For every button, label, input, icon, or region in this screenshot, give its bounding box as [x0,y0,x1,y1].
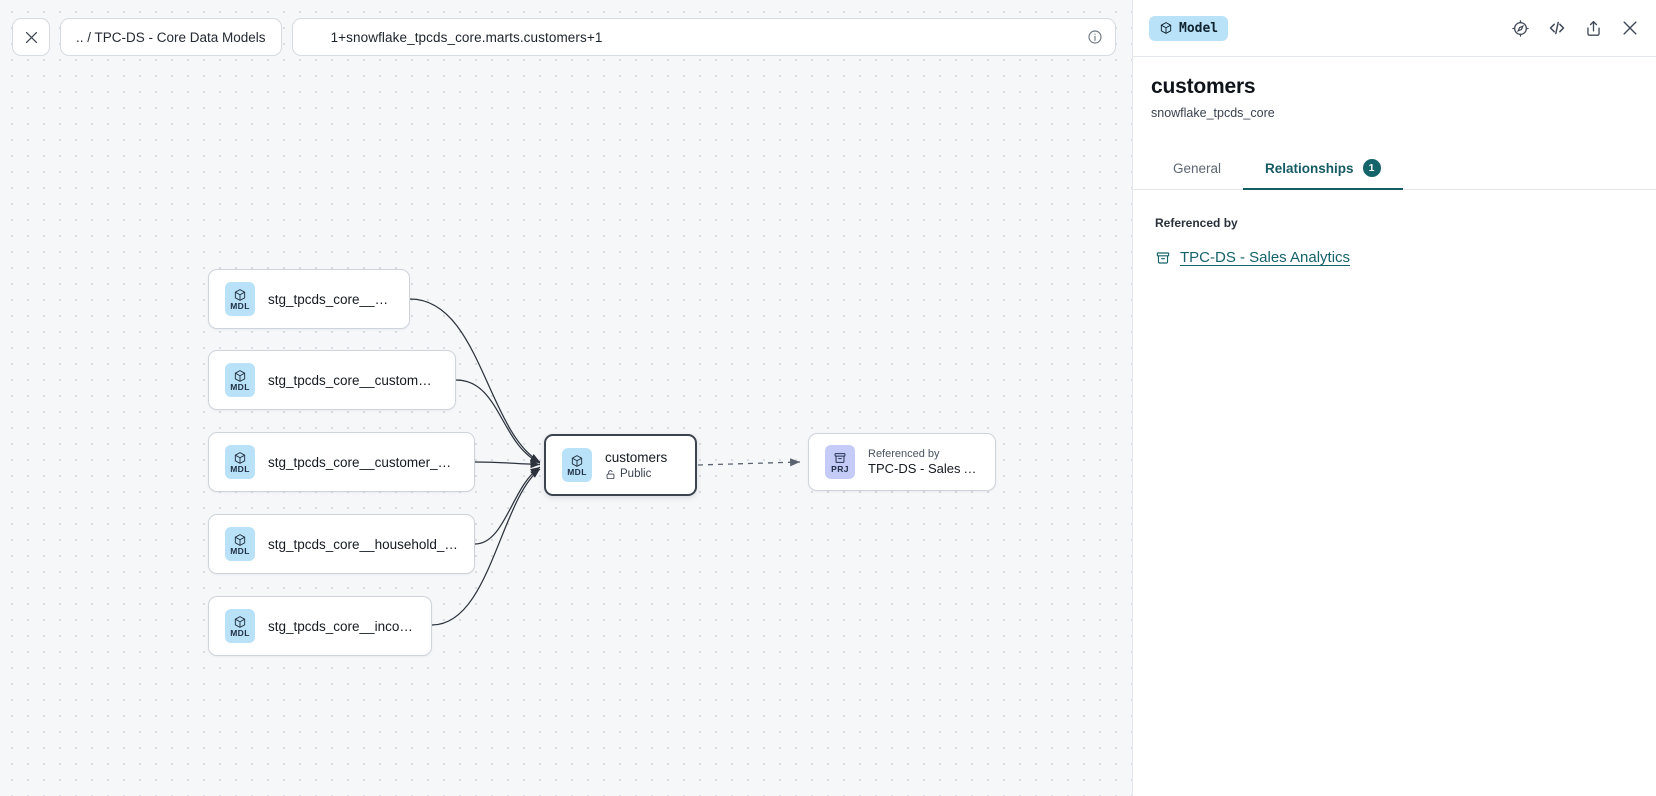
search-icon [305,30,320,45]
tab-label: General [1173,161,1221,176]
node-title: stg_tpcds_core__income_band [268,619,415,634]
model-badge: MDL [225,363,255,397]
tab-label: Relationships [1265,161,1354,176]
lineage-edges [0,0,1132,796]
lineage-icon[interactable] [1511,19,1530,38]
lock-icon [605,469,616,480]
page-title: customers [1151,75,1638,99]
cube-icon [570,454,584,468]
cube-icon [233,288,247,302]
node-title: stg_tpcds_core__customer [268,292,393,307]
cube-icon [233,615,247,629]
cube-icon [233,451,247,465]
panel-toolbar: Model [1133,0,1656,56]
code-icon[interactable] [1547,18,1567,38]
node-title: TPC-DS - Sales Analytics [868,461,979,477]
tab-relationships[interactable]: Relationships 1 [1243,149,1403,190]
node-text: stg_tpcds_core__income_band [268,619,415,634]
cube-icon [1159,21,1173,35]
node-title: stg_tpcds_core__customer_address [268,373,439,388]
close-icon[interactable] [1620,18,1640,38]
close-icon [23,29,40,46]
share-icon[interactable] [1584,19,1603,38]
archive-icon [833,451,847,465]
badge-label: MDL [230,465,250,474]
badge-label: MDL [230,629,250,638]
lineage-canvas[interactable]: .. / TPC-DS - Core Data Models 1+snowfla… [0,0,1132,796]
lineage-search[interactable]: 1+snowflake_tpcds_core.marts.customers+1 [292,18,1116,56]
list-item[interactable]: TPC-DS - Sales Analytics [1155,249,1638,266]
close-lineage-button[interactable] [12,18,50,56]
node-text: Referenced by TPC-DS - Sales Analytics [868,447,979,477]
breadcrumb[interactable]: .. / TPC-DS - Core Data Models [60,18,282,56]
panel-content: Referenced by TPC-DS - Sales Analytics [1133,190,1656,266]
breadcrumb-label: .. / TPC-DS - Core Data Models [76,30,266,45]
lineage-node-focused[interactable]: MDL customers Public [544,434,697,496]
badge-label: MDL [230,302,250,311]
badge-label: MDL [567,468,587,477]
cube-icon [233,533,247,547]
node-caption: Referenced by [868,447,979,461]
badge-label: PRJ [831,465,849,474]
search-input[interactable]: 1+snowflake_tpcds_core.marts.customers+1 [331,30,1076,45]
panel-subtitle: snowflake_tpcds_core [1151,106,1638,120]
entity-type-chip[interactable]: Model [1149,16,1228,41]
node-access: Public [605,468,667,480]
node-text: stg_tpcds_core__customer_address [268,373,439,388]
entity-type-label: Model [1179,21,1218,36]
node-text: stg_tpcds_core__household_demogr… [268,537,458,552]
node-text: customers Public [605,450,667,480]
tab-count-badge: 1 [1363,159,1381,177]
node-title: customers [605,450,667,465]
lineage-node-upstream[interactable]: MDL stg_tpcds_core__customer [208,269,410,329]
section-label: Referenced by [1155,216,1638,230]
lineage-node-downstream[interactable]: PRJ Referenced by TPC-DS - Sales Analyti… [808,433,996,491]
node-title: stg_tpcds_core__household_demogr… [268,537,458,552]
model-badge: MDL [225,527,255,561]
node-title: stg_tpcds_core__customer_demogra… [268,455,458,470]
panel-action-group [1511,18,1640,38]
badge-label: MDL [230,547,250,556]
archive-icon [1155,250,1171,266]
lineage-node-upstream[interactable]: MDL stg_tpcds_core__customer_address [208,350,456,410]
edge-downstream [698,462,800,465]
canvas-toolbar: .. / TPC-DS - Core Data Models 1+snowfla… [12,18,1132,56]
cube-icon [233,369,247,383]
panel-header: customers snowflake_tpcds_core [1133,57,1656,120]
info-icon[interactable] [1087,29,1103,45]
node-text: stg_tpcds_core__customer_demogra… [268,455,458,470]
referenced-by-link[interactable]: TPC-DS - Sales Analytics [1180,249,1350,266]
project-badge: PRJ [825,445,855,479]
node-access-label: Public [620,468,651,480]
model-badge: MDL [225,282,255,316]
badge-label: MDL [230,383,250,392]
tab-general[interactable]: General [1151,149,1243,190]
lineage-node-upstream[interactable]: MDL stg_tpcds_core__customer_demogra… [208,432,475,492]
model-badge: MDL [225,609,255,643]
model-badge: MDL [225,445,255,479]
lineage-node-upstream[interactable]: MDL stg_tpcds_core__income_band [208,596,432,656]
node-text: stg_tpcds_core__customer [268,292,393,307]
model-badge: MDL [562,448,592,482]
lineage-node-upstream[interactable]: MDL stg_tpcds_core__household_demogr… [208,514,475,574]
details-panel: Model customers snowflake_tpcds_cor [1132,0,1656,796]
panel-tabs: General Relationships 1 [1133,149,1656,190]
